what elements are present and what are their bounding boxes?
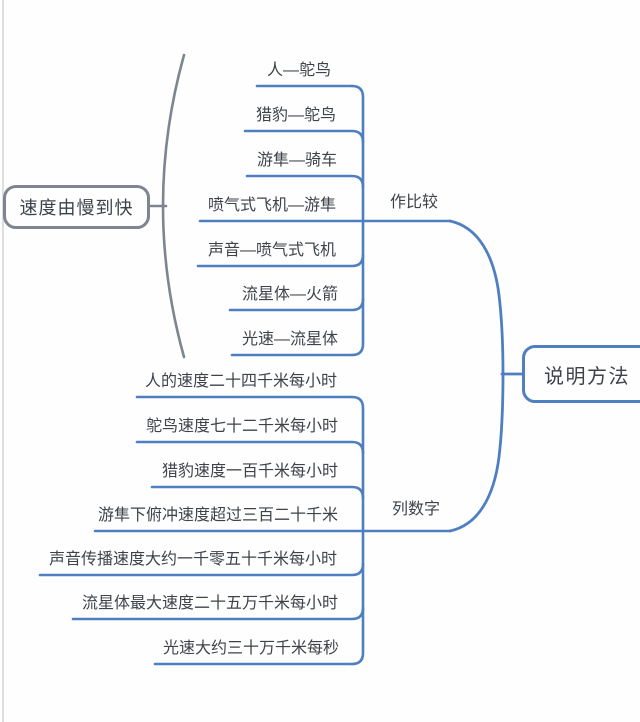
- annotation-connectors: [148, 53, 186, 359]
- numbers-branch-connectors: [38, 395, 452, 666]
- trunk-lower-arc: [448, 372, 505, 533]
- comparison-branch-connectors: [196, 84, 452, 357]
- annotation-node-speed-order[interactable]: 速度由慢到快: [3, 185, 150, 229]
- branch-label-numbers[interactable]: 列数字: [392, 501, 441, 518]
- root-node-explanation-methods[interactable]: 说明方法: [522, 345, 640, 403]
- topic-item[interactable]: 猎豹—鸵鸟: [255, 107, 337, 124]
- root-trunk-connectors: [448, 219, 524, 533]
- topic-item[interactable]: 游隼下俯冲速度超过三百二十千米: [97, 507, 339, 524]
- underline-item: [228, 297, 365, 312]
- underline-item: [196, 253, 365, 268]
- topic-item[interactable]: 光速—流星体: [241, 331, 339, 348]
- annotation-node-label: 速度由慢到快: [19, 198, 134, 218]
- topic-item[interactable]: 声音传播速度大约一千零五十千米每小时: [48, 551, 338, 568]
- topic-item[interactable]: 人的速度二十四千米每小时: [144, 373, 338, 390]
- underline-item: [135, 440, 365, 455]
- page-left-edge: [2, 0, 4, 722]
- underline-item: [150, 485, 365, 500]
- topic-item[interactable]: 游隼—骑车: [256, 152, 338, 169]
- branch-label-comparison[interactable]: 作比较: [390, 194, 439, 211]
- underline-item: [243, 129, 365, 144]
- topic-item[interactable]: 人—鸵鸟: [266, 62, 332, 79]
- topic-item[interactable]: 鸵鸟速度七十二千米每小时: [145, 418, 339, 435]
- topic-item[interactable]: 流星体最大速度二十五万千米每小时: [81, 595, 339, 612]
- underline-item: [38, 562, 365, 577]
- underline-item: [245, 174, 365, 189]
- topic-item[interactable]: 声音—喷气式飞机: [207, 242, 337, 259]
- topic-item[interactable]: 猎豹速度一百千米每小时: [161, 463, 339, 480]
- topic-item[interactable]: 喷气式飞机—游隼: [207, 197, 337, 214]
- trunk-upper-arc: [448, 219, 505, 376]
- topic-item[interactable]: 光速大约三十万千米每秒: [162, 640, 340, 657]
- root-node-label: 说明方法: [544, 365, 630, 388]
- underline-item: [71, 606, 365, 621]
- topic-item[interactable]: 流星体—火箭: [241, 286, 339, 303]
